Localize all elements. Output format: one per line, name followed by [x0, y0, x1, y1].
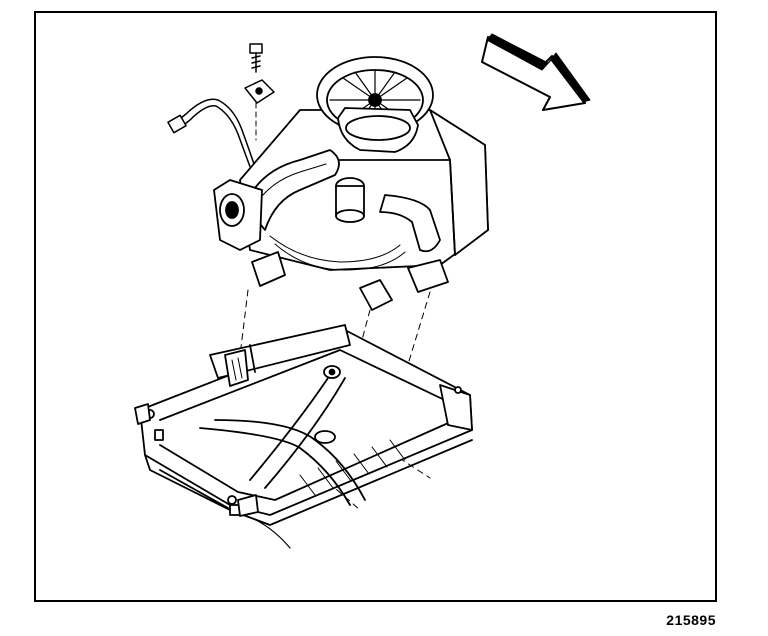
direction-arrow-icon	[481, 33, 591, 111]
bolt-fastener	[249, 43, 263, 73]
blower-motor-assembly	[213, 56, 489, 311]
wire-harness-lead	[167, 98, 257, 173]
figure-number: 215895	[666, 612, 716, 628]
mounting-bracket-base	[134, 324, 473, 549]
retaining-clip	[244, 79, 275, 141]
figure-frame	[34, 11, 717, 602]
